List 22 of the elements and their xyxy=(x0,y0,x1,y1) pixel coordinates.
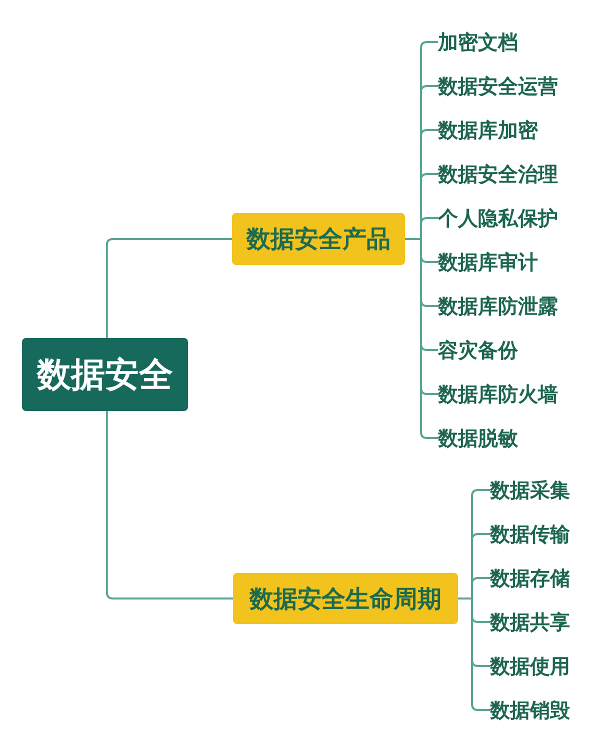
subtopic-text: 数据库加密 xyxy=(438,118,538,142)
subtopic-text: 容灾备份 xyxy=(438,338,518,362)
connector-line xyxy=(106,411,233,600)
subtopic-text: 数据安全运营 xyxy=(438,74,558,98)
branch-topic-box: 数据安全产品 xyxy=(232,213,405,265)
subtopic-text: 数据存储 xyxy=(490,566,570,590)
subtopic-text: 数据销毁 xyxy=(490,698,570,722)
subtopic-text: 数据采集 xyxy=(490,478,570,502)
subtopic-text: 数据库防泄露 xyxy=(438,294,558,318)
subtopic-text: 个人隐私保护 xyxy=(438,206,558,230)
subtopic-text: 数据库防火墙 xyxy=(438,382,558,406)
subtopic-text: 数据使用 xyxy=(490,654,570,678)
subtopic-text: 数据库审计 xyxy=(438,250,538,274)
subtopic-text: 加密文档 xyxy=(438,30,518,54)
root-topic-box: 数据安全 xyxy=(22,338,188,411)
subtopic-text: 数据共享 xyxy=(490,610,570,634)
connector-line xyxy=(106,238,232,338)
subtopic-text: 数据安全治理 xyxy=(438,162,558,186)
branch-topic-box: 数据安全生命周期 xyxy=(233,573,458,624)
subtopic-text: 数据脱敏 xyxy=(438,426,518,450)
connector-line xyxy=(458,598,490,711)
subtopic-text: 数据传输 xyxy=(490,522,570,546)
